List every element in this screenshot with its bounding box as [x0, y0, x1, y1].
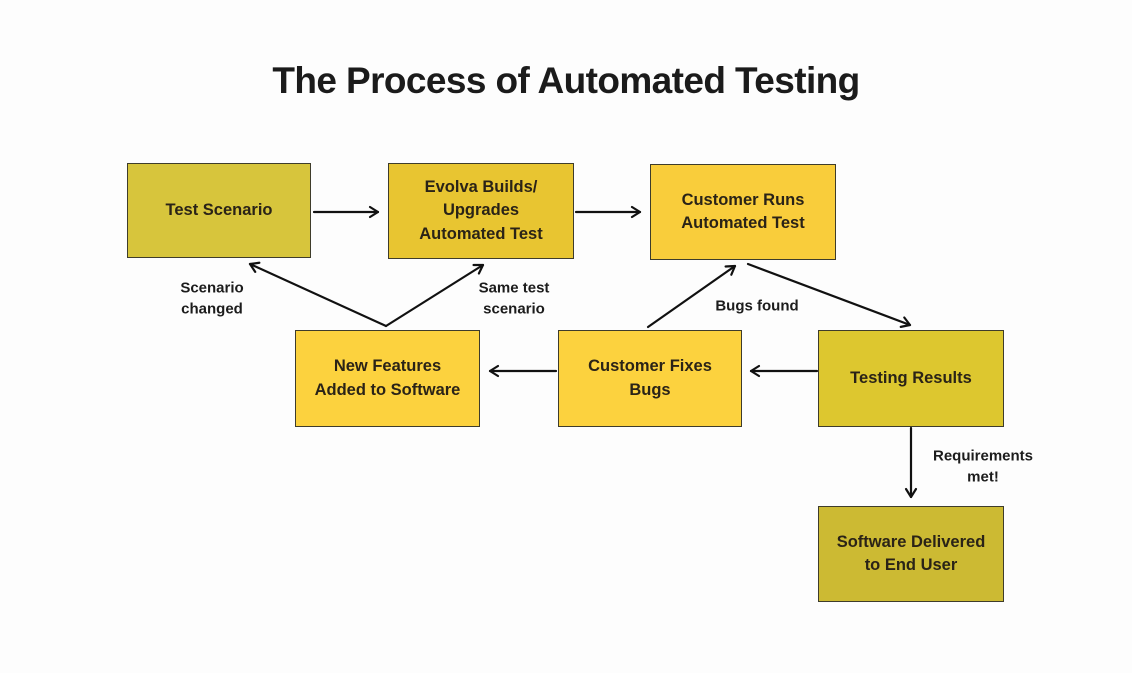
- arrow-customer-fixes-to-customer-runs: [646, 264, 737, 329]
- node-evolva-builds-upgrades-automated-test: Evolva Builds/ Upgrades Automated Test: [388, 163, 574, 259]
- arrow-customer-runs-to-testing-results: [746, 262, 912, 328]
- node-label: Testing Results: [850, 368, 972, 387]
- node-label: Evolva Builds/ Upgrades Automated Test: [419, 177, 543, 243]
- node-testing-results: Testing Results: [818, 330, 1004, 427]
- edge-label-bugs-found: Bugs found: [715, 297, 799, 315]
- node-label: Software Delivered to End User: [836, 532, 986, 574]
- arrow-new-features-to-evolva: [384, 263, 485, 328]
- node-customer-runs-automated-test: Customer Runs Automated Test: [650, 164, 836, 260]
- node-label: New Features Added to Software: [314, 357, 461, 399]
- edge-label-requirements-met: Requirements met!: [932, 447, 1034, 486]
- node-label: Test Scenario: [165, 200, 273, 219]
- edge-label-scenario-changed: Scenario changed: [180, 279, 244, 318]
- node-software-delivered-to-end-user: Software Delivered to End User: [818, 506, 1004, 602]
- node-label: Customer Fixes Bugs: [588, 357, 712, 399]
- node-new-features-added-to-software: New Features Added to Software: [295, 330, 480, 427]
- node-test-scenario: Test Scenario: [127, 163, 311, 258]
- diagram-title: The Process of Automated Testing: [272, 60, 860, 101]
- arrow-new-features-to-test-scenario: [248, 261, 388, 328]
- node-label: Customer Runs Automated Test: [681, 190, 805, 232]
- edge-label-same-test-scenario: Same test scenario: [478, 279, 550, 318]
- node-customer-fixes-bugs: Customer Fixes Bugs: [558, 330, 742, 427]
